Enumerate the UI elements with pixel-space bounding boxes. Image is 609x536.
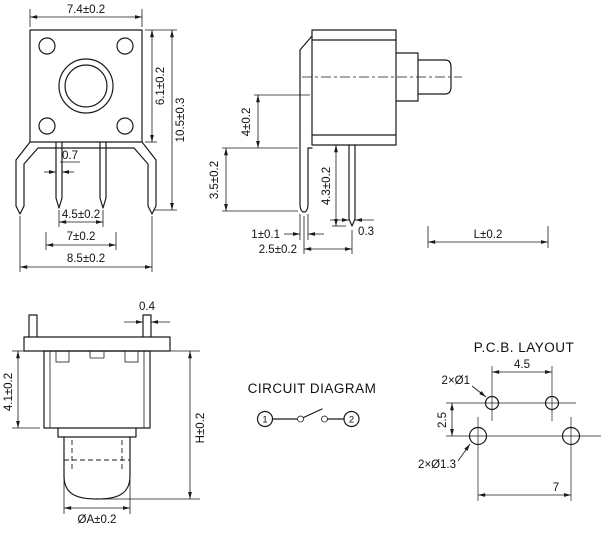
left-pin: [55, 141, 63, 209]
dim-lead-thickness-label: 0.3: [358, 226, 374, 238]
dim-pin-width-label: 0.7: [62, 150, 78, 162]
bracket-leg: [299, 147, 309, 213]
corner-rivet-top-right: [116, 37, 134, 55]
hole-large-left: [468, 426, 488, 446]
bottom-view: 0.4 4.1±0.2 H±0.2 ØA±0.2: [3, 301, 207, 526]
dim-pin-pitch-label: 4.5±0.2: [62, 209, 100, 221]
terminal-detail-right: [124, 350, 139, 363]
switch-body-outline: [29, 29, 143, 143]
dim-body-height-label: 6.1±0.2: [155, 67, 167, 105]
button-dome: [63, 475, 131, 500]
terminal-detail-left: [55, 350, 70, 363]
bracket-chamfer: [299, 35, 313, 51]
pcb-layout: P.C.B. LAYOUT 4.5 2.5 7 2×Ø1 2×Ø1.3: [418, 340, 601, 501]
dim-body-height-label: 4.1±0.2: [3, 373, 15, 411]
terminal-1-label: 1: [262, 415, 267, 426]
contact-dot-right: [321, 415, 328, 423]
button-flange: [57, 427, 137, 438]
dim-tab-thickness-label: 0.4: [139, 301, 156, 313]
hole-large-right: [561, 426, 581, 446]
button-inner-circle: [64, 64, 108, 108]
dim-mid-width-label: 7±0.2: [67, 231, 96, 243]
left-leg-outer-edge: [15, 141, 31, 207]
switch-lever: [302, 408, 323, 419]
pcb-layout-title: P.C.B. LAYOUT: [474, 340, 575, 355]
left-leg-inner-edge: [23, 147, 39, 207]
terminal-2-label: 2: [349, 415, 354, 426]
dim-top-pitch-label: 4.5: [514, 359, 530, 371]
leader-large-holes: [457, 443, 471, 462]
right-pin: [99, 141, 107, 209]
dim-outer-width-label: 8.5±0.2: [67, 253, 105, 265]
button-outer-circle: [58, 58, 114, 114]
circuit-diagram-title: CIRCUIT DIAGRAM: [248, 381, 377, 396]
dim-bottom-pitch-label: 7: [553, 482, 559, 494]
label-large-holes: 2×Ø1.3: [418, 459, 456, 471]
dim-top-width-label: 7.4±0.2: [67, 4, 105, 16]
dim-leg-width-label: 1±0.1: [251, 229, 280, 241]
corner-rivet-top-left: [38, 37, 56, 55]
right-leg-outer-edge: [141, 141, 157, 207]
dim-length-label: L±0.2: [474, 229, 503, 241]
right-mounting-tab: [142, 314, 152, 338]
front-view: 7.4±0.2 6.1±0.2 10.5±0.3 0.7 4.5±0.2 7±0…: [15, 4, 187, 272]
circuit-diagram: CIRCUIT DIAGRAM 1 2: [248, 381, 377, 428]
label-small-holes: 2×Ø1: [442, 375, 470, 387]
terminal-2-circle: [343, 410, 360, 428]
dim-row-spacing-label: 2.5: [437, 412, 449, 428]
hole-small-left: [484, 395, 500, 411]
contact-dot-left: [297, 415, 304, 423]
dim-button-dia-label: ØA±0.2: [78, 514, 117, 526]
solder-lead: [348, 144, 356, 227]
bracket-bar: [23, 336, 171, 352]
right-leg-inner-edge: [133, 147, 149, 207]
dim-bracket-leg-label: 3.5±0.2: [209, 161, 221, 199]
center-notch: [89, 351, 105, 359]
corner-rivet-bottom-left: [38, 117, 56, 135]
dim-lead-length-label: 4.3±0.2: [321, 167, 333, 205]
body-outline: [43, 350, 151, 429]
left-leg-foot: [15, 205, 25, 215]
dim-leg-offset-label: 2.5±0.2: [259, 244, 297, 256]
side-body-outline: [311, 29, 397, 146]
dim-total-height-label: 10.5±0.3: [175, 98, 187, 143]
corner-rivet-bottom-right: [116, 117, 134, 135]
dim-center-height-label: 4±0.2: [241, 108, 253, 137]
hole-small-right: [544, 395, 560, 411]
dim-total-height-label: H±0.2: [195, 413, 207, 444]
leader-small-holes: [471, 385, 487, 398]
side-view: 4±0.2 3.5±0.2 4.3±0.2 1±0.1 2.5±0.2 0.3 …: [209, 29, 549, 256]
right-leg-foot: [147, 205, 157, 215]
left-mounting-tab: [28, 314, 38, 338]
